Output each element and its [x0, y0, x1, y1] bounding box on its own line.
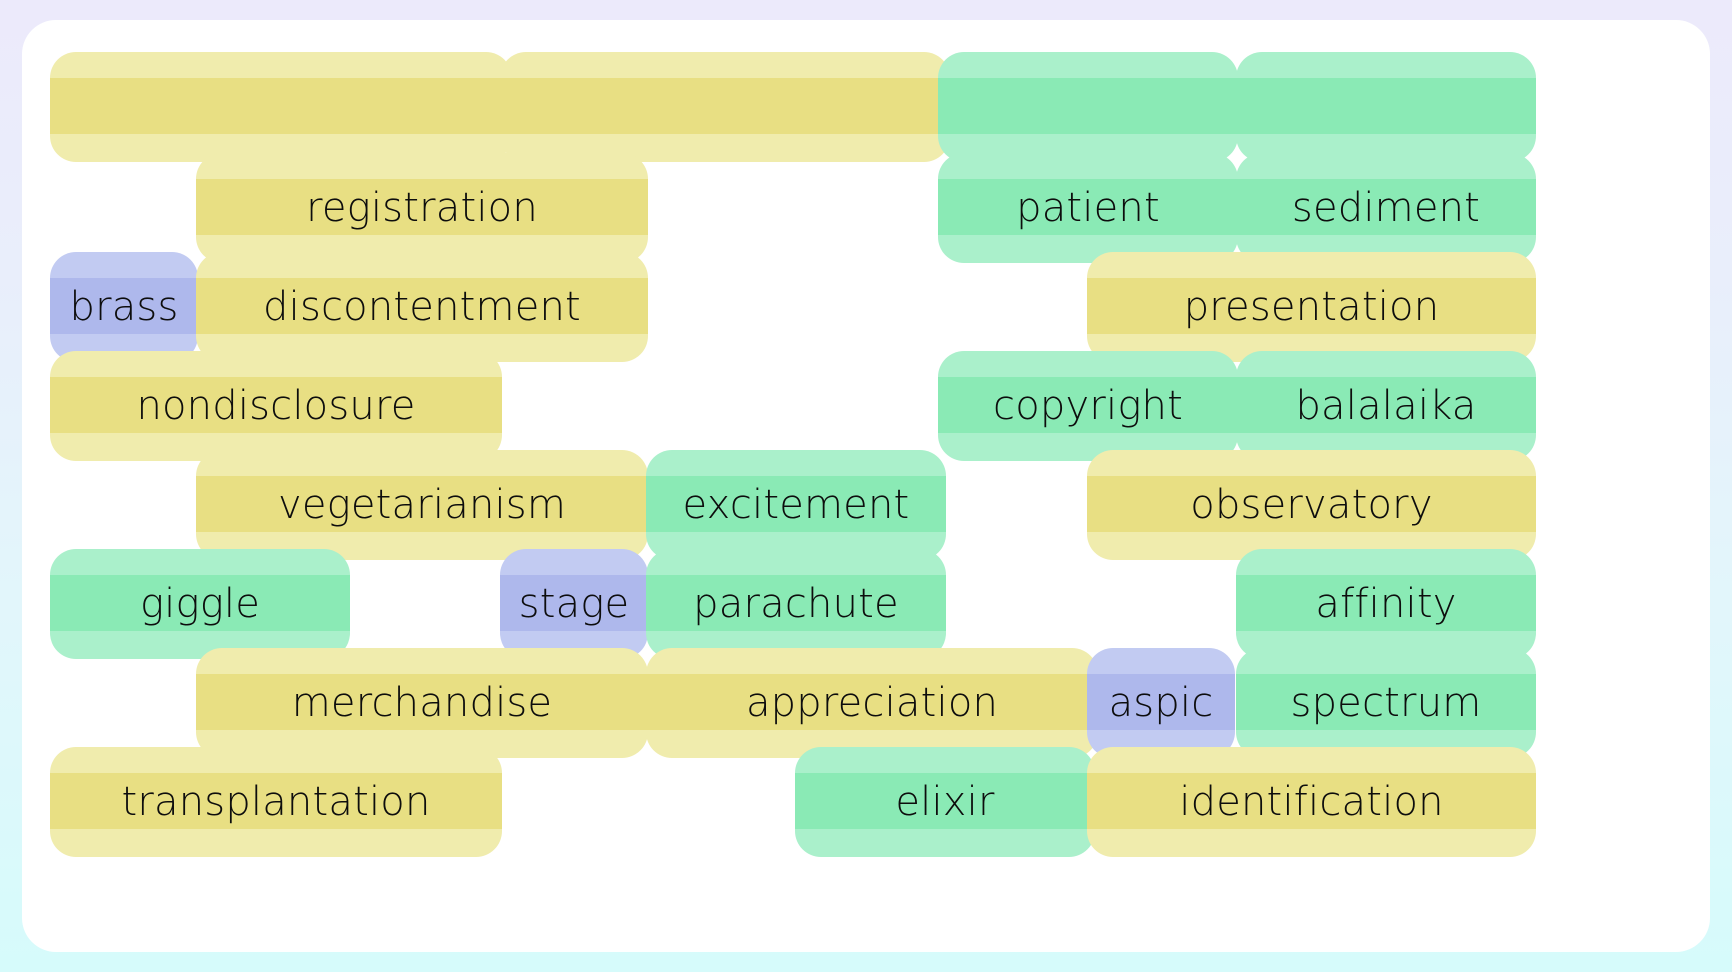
word-pill-partial[interactable] [500, 52, 950, 162]
pill-highlight-band [500, 575, 648, 631]
word-pill-transplantation[interactable]: transplantation [50, 747, 502, 857]
pill-highlight-band [795, 773, 1095, 829]
word-pill-label: appreciation [745, 680, 999, 726]
word-pill-label: affinity [1315, 581, 1457, 627]
pill-highlight-band [1236, 377, 1536, 433]
word-pill-label: observatory [1190, 482, 1433, 528]
word-pill-affinity[interactable]: affinity [1236, 549, 1536, 659]
word-pill-label: balalaika [1295, 383, 1477, 429]
pill-highlight-band [500, 78, 950, 134]
word-pill-label: aspic [1108, 680, 1214, 726]
word-pill-parachute[interactable]: parachute [646, 549, 946, 659]
word-pill-label: merchandise [291, 680, 553, 726]
pill-highlight-band [196, 278, 648, 334]
word-pill-registration[interactable]: registration [196, 153, 648, 263]
word-pill-brass[interactable]: brass [50, 252, 198, 362]
pill-highlight-band [1236, 575, 1536, 631]
word-pill-label: elixir [895, 779, 995, 825]
pill-highlight-band [938, 78, 1238, 134]
word-pill-label: patient [1016, 185, 1160, 231]
word-pill-vegetarianism[interactable]: vegetarianism [196, 450, 648, 560]
word-pill-label: discontentment [263, 284, 581, 330]
word-pill-partial[interactable] [938, 52, 1238, 162]
word-pill-label: identification [1179, 779, 1444, 825]
pill-highlight-band [1236, 78, 1536, 134]
pill-highlight-band [196, 674, 648, 730]
word-pill-sediment[interactable]: sediment [1236, 153, 1536, 263]
pill-highlight-band [50, 78, 512, 134]
word-pill-label: presentation [1183, 284, 1440, 330]
pill-highlight-band [1087, 773, 1536, 829]
pill-highlight-band [1236, 674, 1536, 730]
word-pill-nondisclosure[interactable]: nondisclosure [50, 351, 502, 461]
word-pill-presentation[interactable]: presentation [1087, 252, 1536, 362]
word-pill-observatory[interactable]: observatory [1087, 450, 1536, 560]
word-pill-label: copyright [993, 383, 1183, 429]
word-pill-label: excitement [682, 482, 910, 528]
word-pill-label: vegetarianism [277, 482, 567, 528]
pill-highlight-band [938, 377, 1238, 433]
word-pill-label: nondisclosure [136, 383, 416, 429]
pill-highlight-band [1087, 476, 1536, 532]
word-pill-patient[interactable]: patient [938, 153, 1238, 263]
word-pill-partial[interactable] [50, 52, 512, 162]
word-pill-label: spectrum [1290, 680, 1482, 726]
word-pill-balalaika[interactable]: balalaika [1236, 351, 1536, 461]
pill-highlight-band [50, 377, 502, 433]
word-pill-label: stage [518, 581, 630, 627]
word-pill-label: registration [306, 185, 538, 231]
word-pill-label: parachute [693, 581, 899, 627]
word-pill-stage[interactable]: stage [500, 549, 648, 659]
pill-highlight-band [50, 575, 350, 631]
word-pill-label: sediment [1291, 185, 1481, 231]
word-pill-spectrum[interactable]: spectrum [1236, 648, 1536, 758]
pill-highlight-band [50, 278, 198, 334]
pill-highlight-band [646, 476, 946, 532]
word-board: registration patient sediment brass disconte… [22, 52, 1710, 952]
pill-highlight-band [1087, 278, 1536, 334]
word-pill-partial[interactable] [1236, 52, 1536, 162]
word-pill-label: giggle [139, 581, 261, 627]
word-pill-label: brass [69, 284, 179, 330]
pill-highlight-band [1087, 674, 1235, 730]
pill-highlight-band [1236, 179, 1536, 235]
word-pill-merchandise[interactable]: merchandise [196, 648, 648, 758]
pill-highlight-band [646, 674, 1098, 730]
word-pill-excitement[interactable]: excitement [646, 450, 946, 560]
game-card: 04:17:404 020700 registrationpatientsedi… [22, 20, 1710, 952]
pill-highlight-band [50, 773, 502, 829]
word-pill-elixir[interactable]: elixir [795, 747, 1095, 857]
word-pill-discontentment[interactable]: discontentment [196, 252, 648, 362]
pill-highlight-band [938, 179, 1238, 235]
word-pill-copyright[interactable]: copyright [938, 351, 1238, 461]
word-pill-appreciation[interactable]: appreciation [646, 648, 1098, 758]
word-pill-identification[interactable]: identification [1087, 747, 1536, 857]
word-pill-giggle[interactable]: giggle [50, 549, 350, 659]
word-pill-aspic[interactable]: aspic [1087, 648, 1235, 758]
pill-highlight-band [196, 476, 648, 532]
pill-highlight-band [646, 575, 946, 631]
word-pill-label: transplantation [121, 779, 431, 825]
pill-highlight-band [196, 179, 648, 235]
